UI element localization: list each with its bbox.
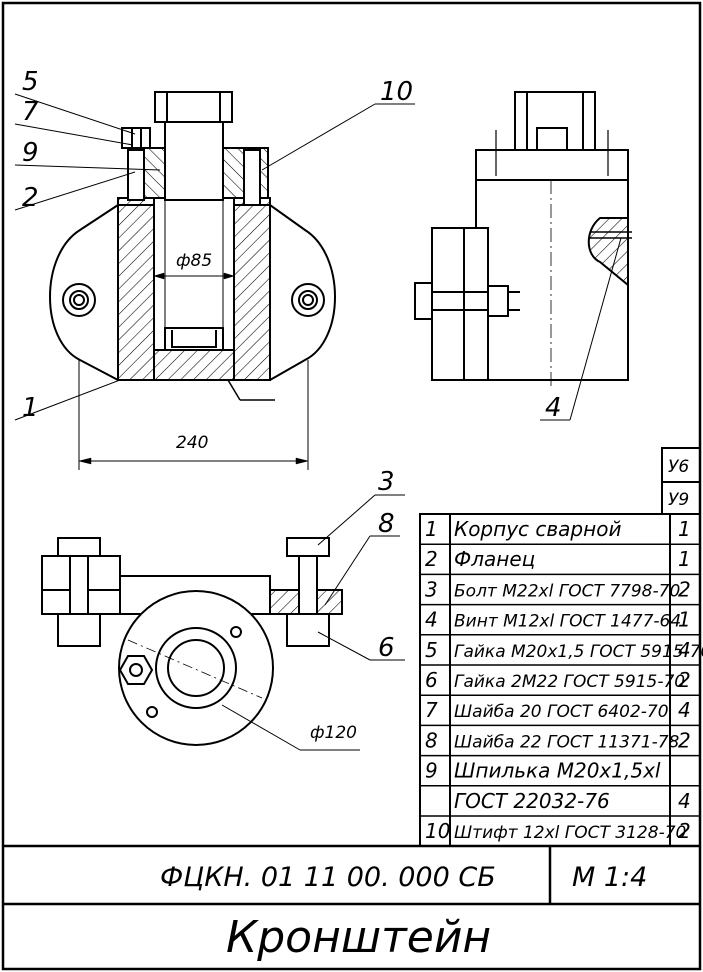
drawing-title: Кронштейн — [226, 912, 491, 963]
corner-code-1: У6 — [668, 457, 689, 477]
front-section-view — [14, 91, 415, 470]
table-cell-quantity: 4 — [678, 638, 691, 662]
table-cell-quantity: 1 — [678, 547, 691, 571]
table-cell-position: 5 — [425, 638, 438, 662]
table-cell-name: Шпилька М20х1,5xl — [454, 759, 661, 783]
leader-4: 4 — [545, 393, 562, 423]
table-cell-quantity: 2 — [678, 819, 691, 843]
table-cell-position: 8 — [425, 728, 438, 752]
leader-7: 7 — [22, 97, 39, 127]
width-dimension: 240 — [176, 433, 208, 453]
drawing-code: ФЦКН. 01 11 00. 000 СБ — [160, 862, 496, 893]
bore-dimension: ф85 — [176, 251, 212, 271]
leader-10: 10 — [380, 77, 413, 107]
table-cell-name: Корпус сварной — [454, 517, 621, 541]
table-cell-quantity: 2 — [678, 577, 691, 601]
parts-table: 1 Корпус сварной 1 2 Фланец 1 3 Болт М22xl ГОСТ… — [420, 517, 703, 843]
leader-2: 2 — [22, 183, 39, 213]
table-cell-name: Штифт 12xl ГОСТ 3128-70 — [454, 823, 686, 843]
table-cell-name: Шайба 20 ГОСТ 6402-70 — [454, 702, 669, 722]
table-cell-name: Гайка 2М22 ГОСТ 5915-70 — [454, 672, 685, 692]
table-cell-position: 9 — [425, 759, 438, 783]
flange-dimension: ф120 — [310, 723, 357, 743]
side-view — [414, 91, 632, 421]
table-cell-name: ГОСТ 22032-76 — [454, 789, 610, 813]
table-cell-quantity: 4 — [678, 789, 691, 813]
table-cell-quantity: 1 — [678, 517, 691, 541]
drawing-scale: М 1:4 — [572, 862, 647, 893]
table-cell-position: 6 — [425, 668, 438, 692]
table-cell-name: Болт М22xl ГОСТ 7798-70 — [454, 581, 680, 601]
leader-6: 6 — [378, 633, 395, 663]
table-cell-quantity: 4 — [678, 698, 691, 722]
table-cell-name: Фланец — [454, 547, 535, 571]
table-cell-position: 4 — [425, 608, 438, 632]
corner-code-2: У9 — [668, 490, 689, 510]
table-cell-quantity: 1 — [678, 608, 691, 632]
top-view — [41, 494, 405, 751]
table-cell-name: Шайба 22 ГОСТ 11371-78 — [454, 732, 680, 752]
table-cell-name: Винт М12xl ГОСТ 1477-64 — [454, 612, 681, 632]
table-cell-position: 7 — [425, 698, 438, 722]
table-cell-position: 3 — [425, 577, 438, 601]
leader-5: 5 — [22, 67, 39, 97]
title-block-grid — [3, 844, 700, 906]
leader-3: 3 — [378, 467, 395, 497]
leader-9: 9 — [22, 138, 39, 168]
table-cell-quantity: 2 — [678, 668, 691, 692]
leader-1: 1 — [22, 393, 39, 423]
table-cell-name: Гайка М20х1,5 ГОСТ 5915-70 — [454, 642, 703, 662]
leader-8: 8 — [378, 509, 395, 539]
table-cell-position: 2 — [425, 547, 438, 571]
table-cell-position: 10 — [425, 819, 450, 843]
table-cell-position: 1 — [425, 517, 438, 541]
table-cell-quantity: 2 — [678, 728, 691, 752]
